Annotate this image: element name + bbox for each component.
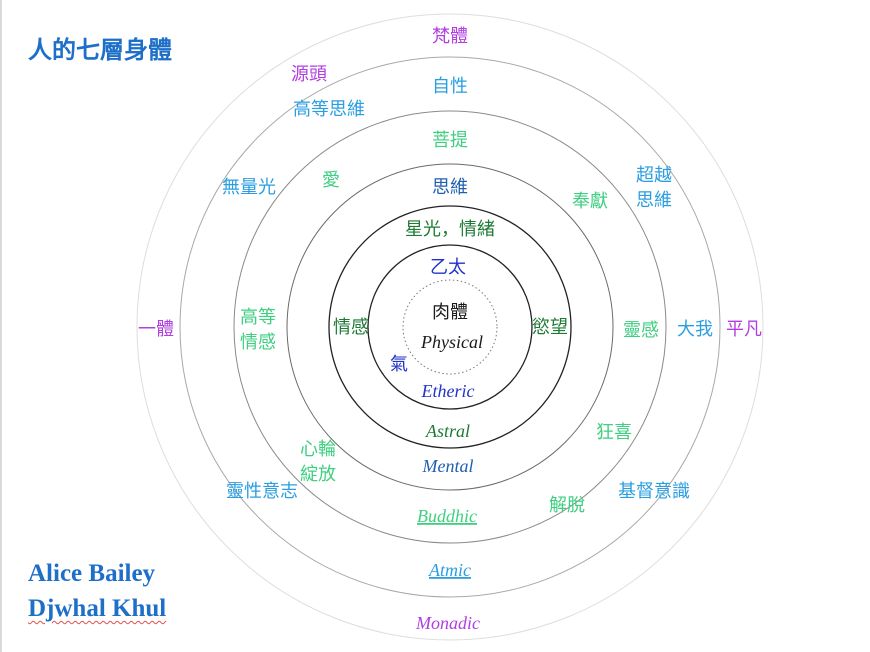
atmic-spiritual-will-label: 靈性意志	[226, 481, 298, 502]
mental-label-en: Mental	[422, 456, 474, 476]
monadic-ordinary-label: 平凡	[726, 319, 762, 340]
atmic-label-zh: 自性	[432, 76, 468, 97]
buddhic-higher-emotion-line2: 情感	[240, 332, 276, 353]
etheric-label-en: Etheric	[421, 381, 475, 401]
atmic-infinite-light-label: 無量光	[222, 177, 276, 198]
monadic-label-zh: 梵體	[432, 26, 468, 47]
ring-buddhic	[233, 110, 667, 544]
ring-mental	[286, 163, 614, 491]
physical-label-zh: 肉體	[432, 302, 468, 323]
atmic-christ-consciousness-label: 基督意識	[618, 481, 690, 502]
diagram-title: 人的七層身體	[28, 36, 172, 64]
astral-emotion-label: 情感	[333, 317, 369, 338]
astral-label-zh: 星光，情緒	[405, 219, 495, 240]
credit-author: Alice Bailey	[28, 560, 156, 587]
buddhic-heart-bloom-line1: 心輪	[300, 439, 336, 460]
astral-desire-label: 慾望	[532, 317, 568, 338]
buddhic-devotion-label: 奉獻	[572, 191, 608, 212]
atmic-label-en: Atmic	[428, 560, 471, 580]
physical-label-en: Physical	[420, 332, 483, 352]
mental-label-zh: 思維	[432, 177, 468, 198]
buddhic-ecstasy-label: 狂喜	[596, 422, 632, 443]
monadic-label-en: Monadic	[415, 613, 480, 633]
ring-etheric	[367, 244, 533, 410]
ring-astral	[328, 205, 572, 449]
ring-monadic	[136, 13, 764, 641]
left-edge-divider	[0, 0, 2, 652]
buddhic-love-label: 愛	[322, 170, 340, 191]
etheric-label-zh: 乙太	[430, 257, 466, 278]
buddhic-inspiration-label: 靈感	[623, 320, 659, 341]
monadic-source-label: 源頭	[291, 64, 327, 85]
buddhic-label-zh: 菩提	[432, 130, 468, 151]
buddhic-liberation-label: 解脫	[549, 495, 585, 516]
monadic-oneness-label: 一體	[138, 319, 174, 340]
buddhic-higher-emotion-line1: 高等	[240, 307, 276, 328]
ring-atmic	[179, 56, 721, 598]
buddhic-label-en: Buddhic	[417, 506, 477, 526]
credit-source: Djwhal Khul	[28, 595, 167, 622]
atmic-transcend-label-line1: 超越	[636, 165, 672, 186]
buddhic-heart-bloom-line2: 綻放	[300, 464, 336, 485]
etheric-qi-label: 氣	[390, 354, 408, 375]
atmic-transcend-label-line2: 思維	[636, 190, 672, 211]
atmic-higher-mind-label: 高等思維	[293, 99, 365, 120]
atmic-higher-self-label: 大我	[677, 319, 713, 340]
astral-label-en: Astral	[425, 421, 470, 441]
ring-physical	[402, 279, 498, 375]
